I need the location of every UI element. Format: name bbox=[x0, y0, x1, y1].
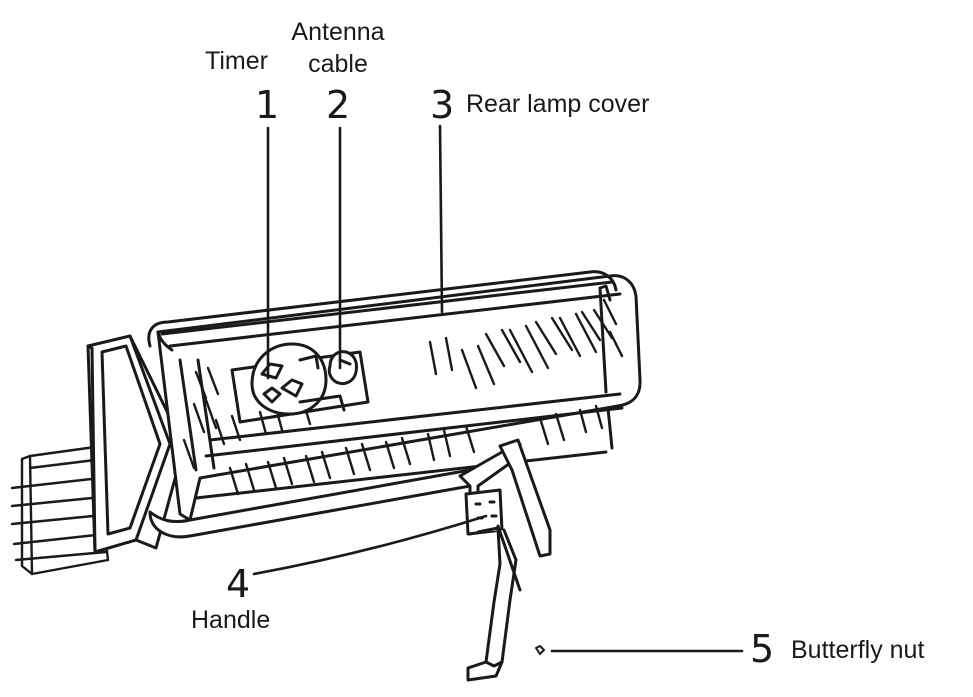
butterfly-nut-icon bbox=[535, 645, 545, 655]
handle-bracket bbox=[458, 438, 552, 682]
label-butterfly-nut: Butterfly nut bbox=[791, 636, 925, 664]
leader-line-3 bbox=[438, 124, 444, 314]
front-frame bbox=[86, 334, 186, 554]
callout-number-1: 1 bbox=[255, 83, 280, 127]
callout-number-5: 5 bbox=[750, 627, 775, 671]
callout-number-4: 4 bbox=[226, 562, 251, 606]
label-handle: Handle bbox=[191, 606, 271, 634]
callout-number-2: 2 bbox=[326, 83, 351, 127]
label-rear-lamp-cover: Rear lamp cover bbox=[466, 90, 650, 118]
timer-assembly bbox=[230, 342, 370, 424]
label-antenna-cable: Antenna cable bbox=[291, 18, 385, 78]
label-timer: Timer bbox=[205, 47, 268, 75]
leader-lines bbox=[252, 124, 744, 653]
callout-number-3: 3 bbox=[430, 83, 455, 127]
leader-line-4 bbox=[252, 514, 488, 576]
cover-vents-left bbox=[182, 366, 220, 470]
lamp-body bbox=[147, 270, 642, 539]
cover-vents-upper bbox=[428, 298, 624, 390]
